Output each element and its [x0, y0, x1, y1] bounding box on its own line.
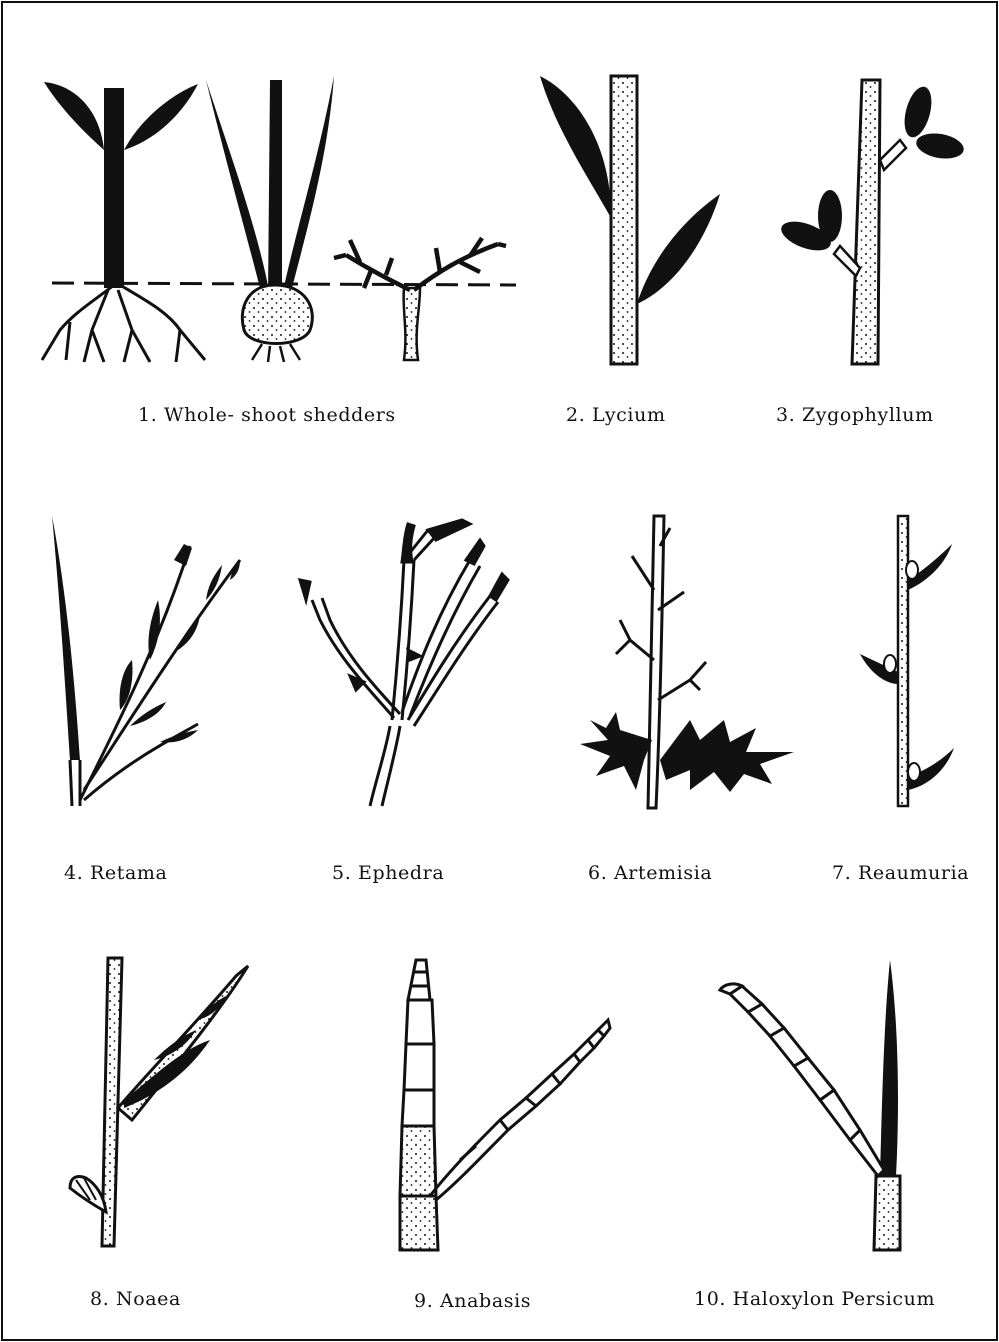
- caption-number: 3.: [776, 404, 795, 426]
- panel-2-drawing: [540, 76, 720, 364]
- caption-number: 5.: [332, 862, 351, 884]
- caption-panel-4: 4. Retama: [64, 862, 167, 884]
- caption-label: Anabasis: [440, 1290, 531, 1312]
- caption-label: Lycium: [592, 404, 666, 426]
- panel-10-drawing: [720, 960, 900, 1250]
- caption-label: Reaumuria: [858, 862, 969, 884]
- caption-panel-7: 7. Reaumuria: [832, 862, 969, 884]
- caption-number: 8.: [90, 1288, 109, 1310]
- panel-8-drawing: [70, 958, 248, 1246]
- caption-panel-2: 2. Lycium: [566, 404, 666, 426]
- panel-6-drawing: [580, 516, 794, 808]
- caption-number: 10.: [694, 1288, 726, 1310]
- caption-number: 1.: [138, 404, 157, 426]
- panel-1-drawing: [42, 76, 516, 362]
- caption-panel-10: 10. Haloxylon Persicum: [694, 1288, 935, 1310]
- caption-panel-1: 1. Whole- shoot shedders: [138, 404, 396, 426]
- caption-label: Artemisia: [614, 862, 712, 884]
- caption-panel-9: 9. Anabasis: [414, 1290, 531, 1312]
- caption-panel-8: 8. Noaea: [90, 1288, 181, 1310]
- panel-3-drawing: [777, 80, 965, 364]
- caption-label: Zygophyllum: [802, 404, 934, 426]
- panel-7-drawing: [860, 516, 954, 806]
- caption-label: Retama: [90, 862, 167, 884]
- caption-number: 4.: [64, 862, 83, 884]
- caption-label: Ephedra: [358, 862, 444, 884]
- panel-5-drawing: [300, 520, 508, 806]
- caption-label: Whole- shoot shedders: [164, 404, 396, 426]
- caption-label: Noaea: [116, 1288, 181, 1310]
- panel-9-drawing: [400, 960, 610, 1250]
- caption-number: 7.: [832, 862, 851, 884]
- caption-panel-3: 3. Zygophyllum: [776, 404, 934, 426]
- panel-4-drawing: [52, 516, 240, 806]
- caption-panel-5: 5. Ephedra: [332, 862, 444, 884]
- caption-number: 2.: [566, 404, 585, 426]
- caption-number: 6.: [588, 862, 607, 884]
- caption-number: 9.: [414, 1290, 433, 1312]
- caption-panel-6: 6. Artemisia: [588, 862, 712, 884]
- caption-label: Haloxylon Persicum: [733, 1288, 935, 1310]
